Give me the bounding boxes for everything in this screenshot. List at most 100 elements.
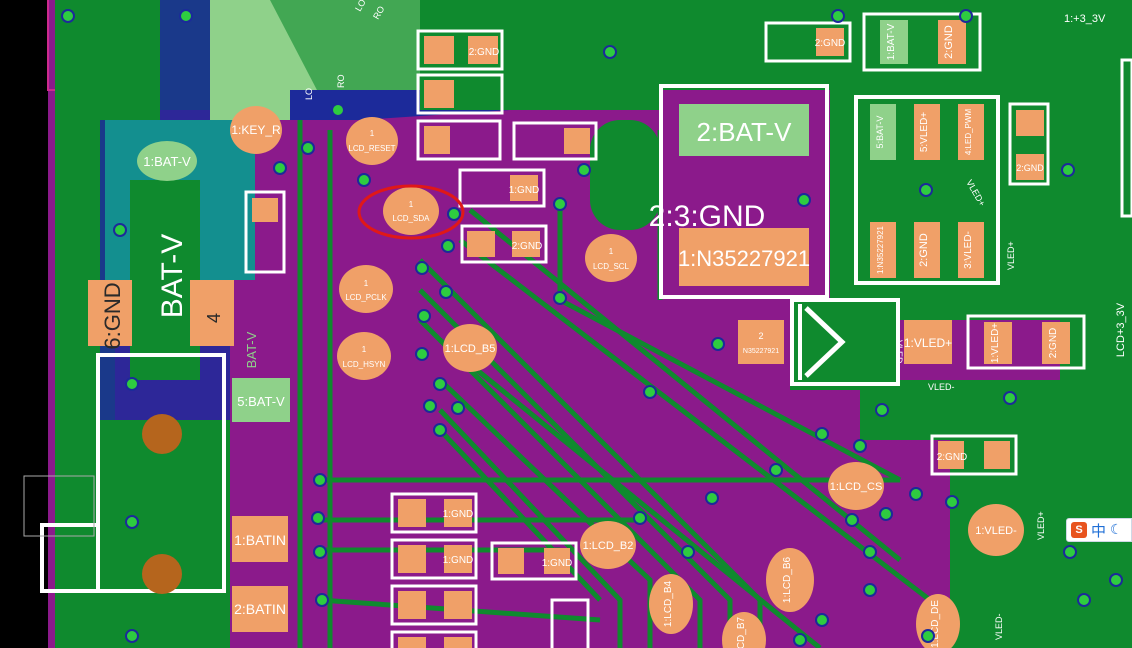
pin1-label: 1:N35227921 xyxy=(678,246,810,271)
via xyxy=(879,507,893,521)
testpoint[interactable]: 1 LCD_SCL xyxy=(585,234,637,282)
key-pad xyxy=(252,198,278,222)
smd-component[interactable]: 2:GND xyxy=(460,224,548,264)
bat-v-net-label: BAT-V xyxy=(156,234,189,318)
via xyxy=(113,223,127,237)
smd-component[interactable]: 2:GND xyxy=(930,434,1018,476)
via xyxy=(423,399,437,413)
testpoint[interactable]: 1:LCD_B4 xyxy=(649,574,693,634)
tp-label: LCD_SDA xyxy=(393,214,431,223)
testpoint[interactable]: 1:LCD_B7 xyxy=(722,612,766,648)
via xyxy=(603,45,617,59)
tp-label: 1:LCD_B2 xyxy=(583,540,634,552)
via xyxy=(331,103,345,117)
smd-component[interactable]: 1:GND xyxy=(390,538,478,580)
bat-v-vertical-label: BAT-V xyxy=(244,331,259,368)
moon-icon[interactable]: ☾ xyxy=(1110,522,1123,538)
pin-f-label: 3:VLED- xyxy=(963,231,974,269)
gnd-6-label: 6:GND xyxy=(100,282,125,349)
testpoint[interactable]: 1:VLED- xyxy=(968,504,1024,556)
vled-plus-label-a: VLED+ xyxy=(1006,241,1016,270)
smd-component[interactable]: 1:VLED+ 2:GND xyxy=(966,314,1086,370)
smd-component[interactable]: 1:GND xyxy=(458,168,546,208)
via xyxy=(831,9,845,23)
smd-component[interactable] xyxy=(550,598,590,648)
smd-component[interactable] xyxy=(512,121,598,161)
via xyxy=(705,491,719,505)
via xyxy=(797,193,811,207)
via xyxy=(769,463,783,477)
smd-component[interactable] xyxy=(390,584,478,626)
comp-label: 1:GND xyxy=(509,185,540,196)
ime-language-toggle[interactable]: 中 xyxy=(1091,521,1107,540)
via-group xyxy=(61,9,1123,647)
via xyxy=(357,173,371,187)
testpoint[interactable]: 2 N35227921 xyxy=(743,331,779,355)
via xyxy=(577,163,591,177)
diode-component[interactable] xyxy=(790,298,900,386)
smd-component[interactable]: 2:GND xyxy=(764,21,852,63)
bat-v-5-label: 5:BAT-V xyxy=(237,394,285,409)
via xyxy=(125,377,139,391)
smd-component[interactable] xyxy=(416,119,502,161)
via xyxy=(793,633,807,647)
battery-tab-outline xyxy=(40,523,100,593)
tp-label: LCD_HSYN xyxy=(343,360,386,369)
testpoint-lcd-sda[interactable]: 1 LCD_SDA xyxy=(383,187,439,235)
tp-pin: 2 xyxy=(758,331,763,341)
testpoint[interactable]: 1 LCD_HSYN xyxy=(337,332,391,380)
via xyxy=(643,385,657,399)
tp-label: 1:LCD_B6 xyxy=(782,556,793,603)
tp-label: 1:LCD_B5 xyxy=(445,343,496,355)
smd-component[interactable] xyxy=(416,73,504,115)
bat-v-testpoint xyxy=(137,141,197,181)
comp-label: 2:GND xyxy=(937,452,968,463)
via xyxy=(311,511,325,525)
tp-label: LCD_SCL xyxy=(593,262,630,271)
comp-label: 2:GND xyxy=(1048,328,1059,359)
smd-component[interactable]: 2:GND xyxy=(416,29,504,71)
power-component[interactable]: 2:BAT-V 2:3:GND 1:N35227921 xyxy=(649,84,829,299)
tp-label: 1:VLED- xyxy=(975,525,1017,537)
via xyxy=(439,285,453,299)
tp-pin: 1 xyxy=(409,200,414,209)
comp-label: 1:VLED+ xyxy=(990,323,1001,363)
ime-logo-icon[interactable]: S xyxy=(1071,522,1087,538)
ime-toolbar[interactable]: S 中 ☾ xyxy=(1066,518,1132,542)
bat-v-copper xyxy=(130,180,200,380)
key-r-testpoint xyxy=(230,106,282,154)
via xyxy=(433,423,447,437)
bat-v-testpoint-label: 1:BAT-V xyxy=(143,154,191,169)
pin-e-label: 2:GND xyxy=(918,233,930,267)
via xyxy=(863,583,877,597)
testpoint[interactable]: 1 LCD_RESET xyxy=(346,117,398,165)
pin3-label: 2:3:GND xyxy=(649,200,766,233)
led-driver-component[interactable]: 5:BAT-V 5:VLED+ 4:LED_PWM 1:N35227921 2:… xyxy=(854,95,1000,285)
via xyxy=(909,487,923,501)
via xyxy=(433,377,447,391)
comp-label: 2:GND xyxy=(512,241,543,252)
smd-component[interactable]: 1:GND xyxy=(390,492,478,534)
testpoint[interactable]: 1:LCD_CS xyxy=(828,462,884,510)
smd-component[interactable] xyxy=(390,630,478,648)
battery-pad-upper xyxy=(142,414,182,454)
comp-label: 1:GND xyxy=(443,555,474,566)
testpoint[interactable]: 1:LCD_B2 xyxy=(580,521,636,569)
via xyxy=(875,403,889,417)
testpoint[interactable]: 1 LCD_PCLK xyxy=(339,265,393,313)
top-copper-band xyxy=(420,0,660,110)
testpoint[interactable]: 1:LCD_B6 xyxy=(766,548,814,612)
via xyxy=(681,545,695,559)
via xyxy=(315,593,329,607)
vled-minus-label-b: VLED- xyxy=(994,613,1004,640)
smd-component[interactable]: 1:BAT-V 2:GND xyxy=(862,12,982,72)
gnd-6-pad xyxy=(88,280,132,346)
tp-label: LCD_PCLK xyxy=(345,293,387,302)
smd-component[interactable]: 1:GND xyxy=(490,541,578,581)
testpoint[interactable]: 1:LCD_B5 xyxy=(443,324,497,372)
comp-label: 2:GND xyxy=(943,25,955,59)
smd-component[interactable]: 2:GND xyxy=(1008,102,1050,186)
via xyxy=(125,515,139,529)
via xyxy=(415,347,429,361)
